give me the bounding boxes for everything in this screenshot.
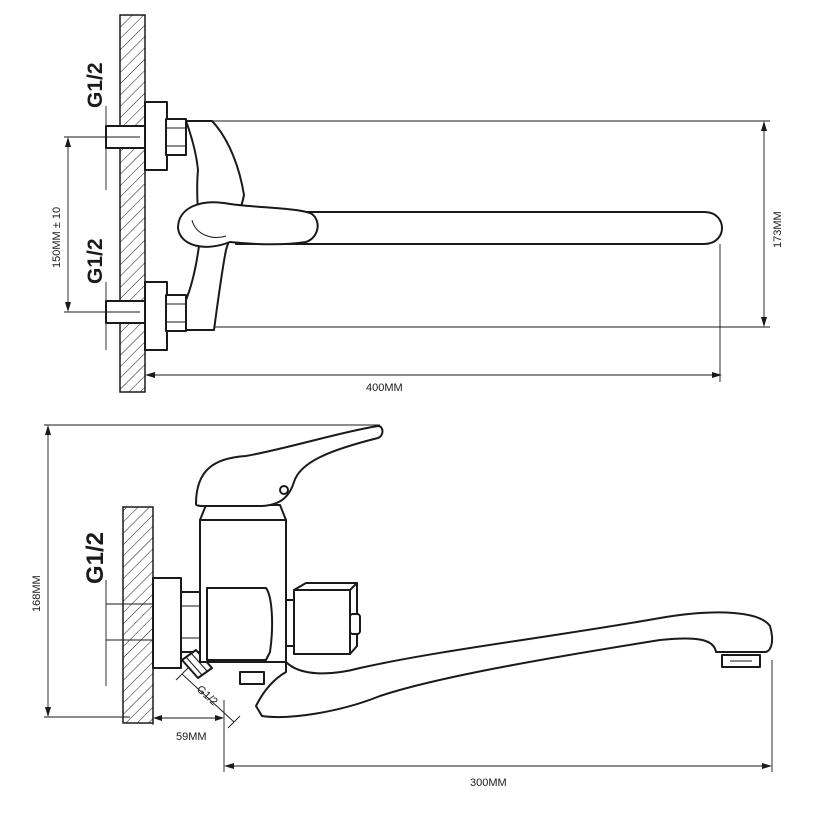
side-view: G1/2 G1/2 (31, 424, 774, 789)
lever-top (177, 201, 319, 248)
thread-label-lower: G1/2 (84, 238, 107, 284)
thread-label-outlet-side: G1/2 (194, 683, 220, 708)
upper-inlet-connector (105, 101, 187, 171)
diverter-knob (293, 589, 351, 655)
wall-hatch-side (122, 506, 154, 724)
lower-inlet-connector (105, 281, 187, 351)
top-view: G1/2 G1/2 150MM ± 10 173MM 400MM (51, 14, 784, 394)
dim-height-side-text: 168MM (31, 575, 43, 612)
thread-label-inlet-side: G1/2 (82, 532, 109, 584)
mixer-housing (206, 587, 274, 661)
spout-top (235, 211, 723, 245)
wall-hatch-top (119, 14, 146, 393)
dim-height-top-text: 173MM (772, 211, 784, 248)
dim-spout-reach-text: 300MM (470, 777, 507, 789)
dim-inlet-spacing-text: 150MM ± 10 (51, 207, 63, 268)
side-inlet-connector (105, 577, 208, 686)
lever-handle-side (195, 425, 384, 507)
thread-label-upper: G1/2 (84, 62, 107, 108)
dim-wall-offset-text: 59MM (176, 731, 207, 743)
dim-width-text: 400MM (366, 382, 403, 394)
spout-side (255, 611, 774, 719)
body-base-nozzle (239, 671, 265, 685)
